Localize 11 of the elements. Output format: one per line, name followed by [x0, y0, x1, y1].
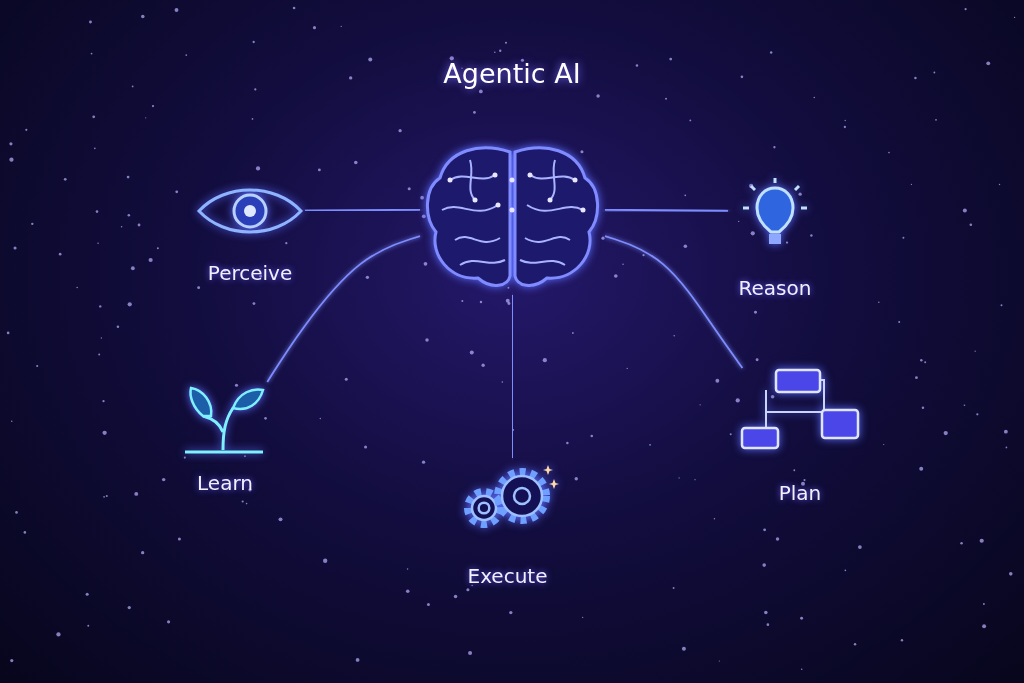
node-label: Reason: [738, 276, 812, 300]
connector-line: [604, 235, 744, 369]
node-label: Plan: [778, 481, 822, 505]
node-label: Learn: [197, 471, 253, 495]
connector-line: [304, 208, 421, 212]
node-label: Perceive: [207, 261, 293, 285]
node-label: Execute: [467, 564, 548, 588]
connector-line: [511, 294, 514, 459]
connector-line: [604, 208, 729, 212]
title: Agentic AI: [443, 58, 581, 89]
connector-line: [266, 235, 421, 383]
